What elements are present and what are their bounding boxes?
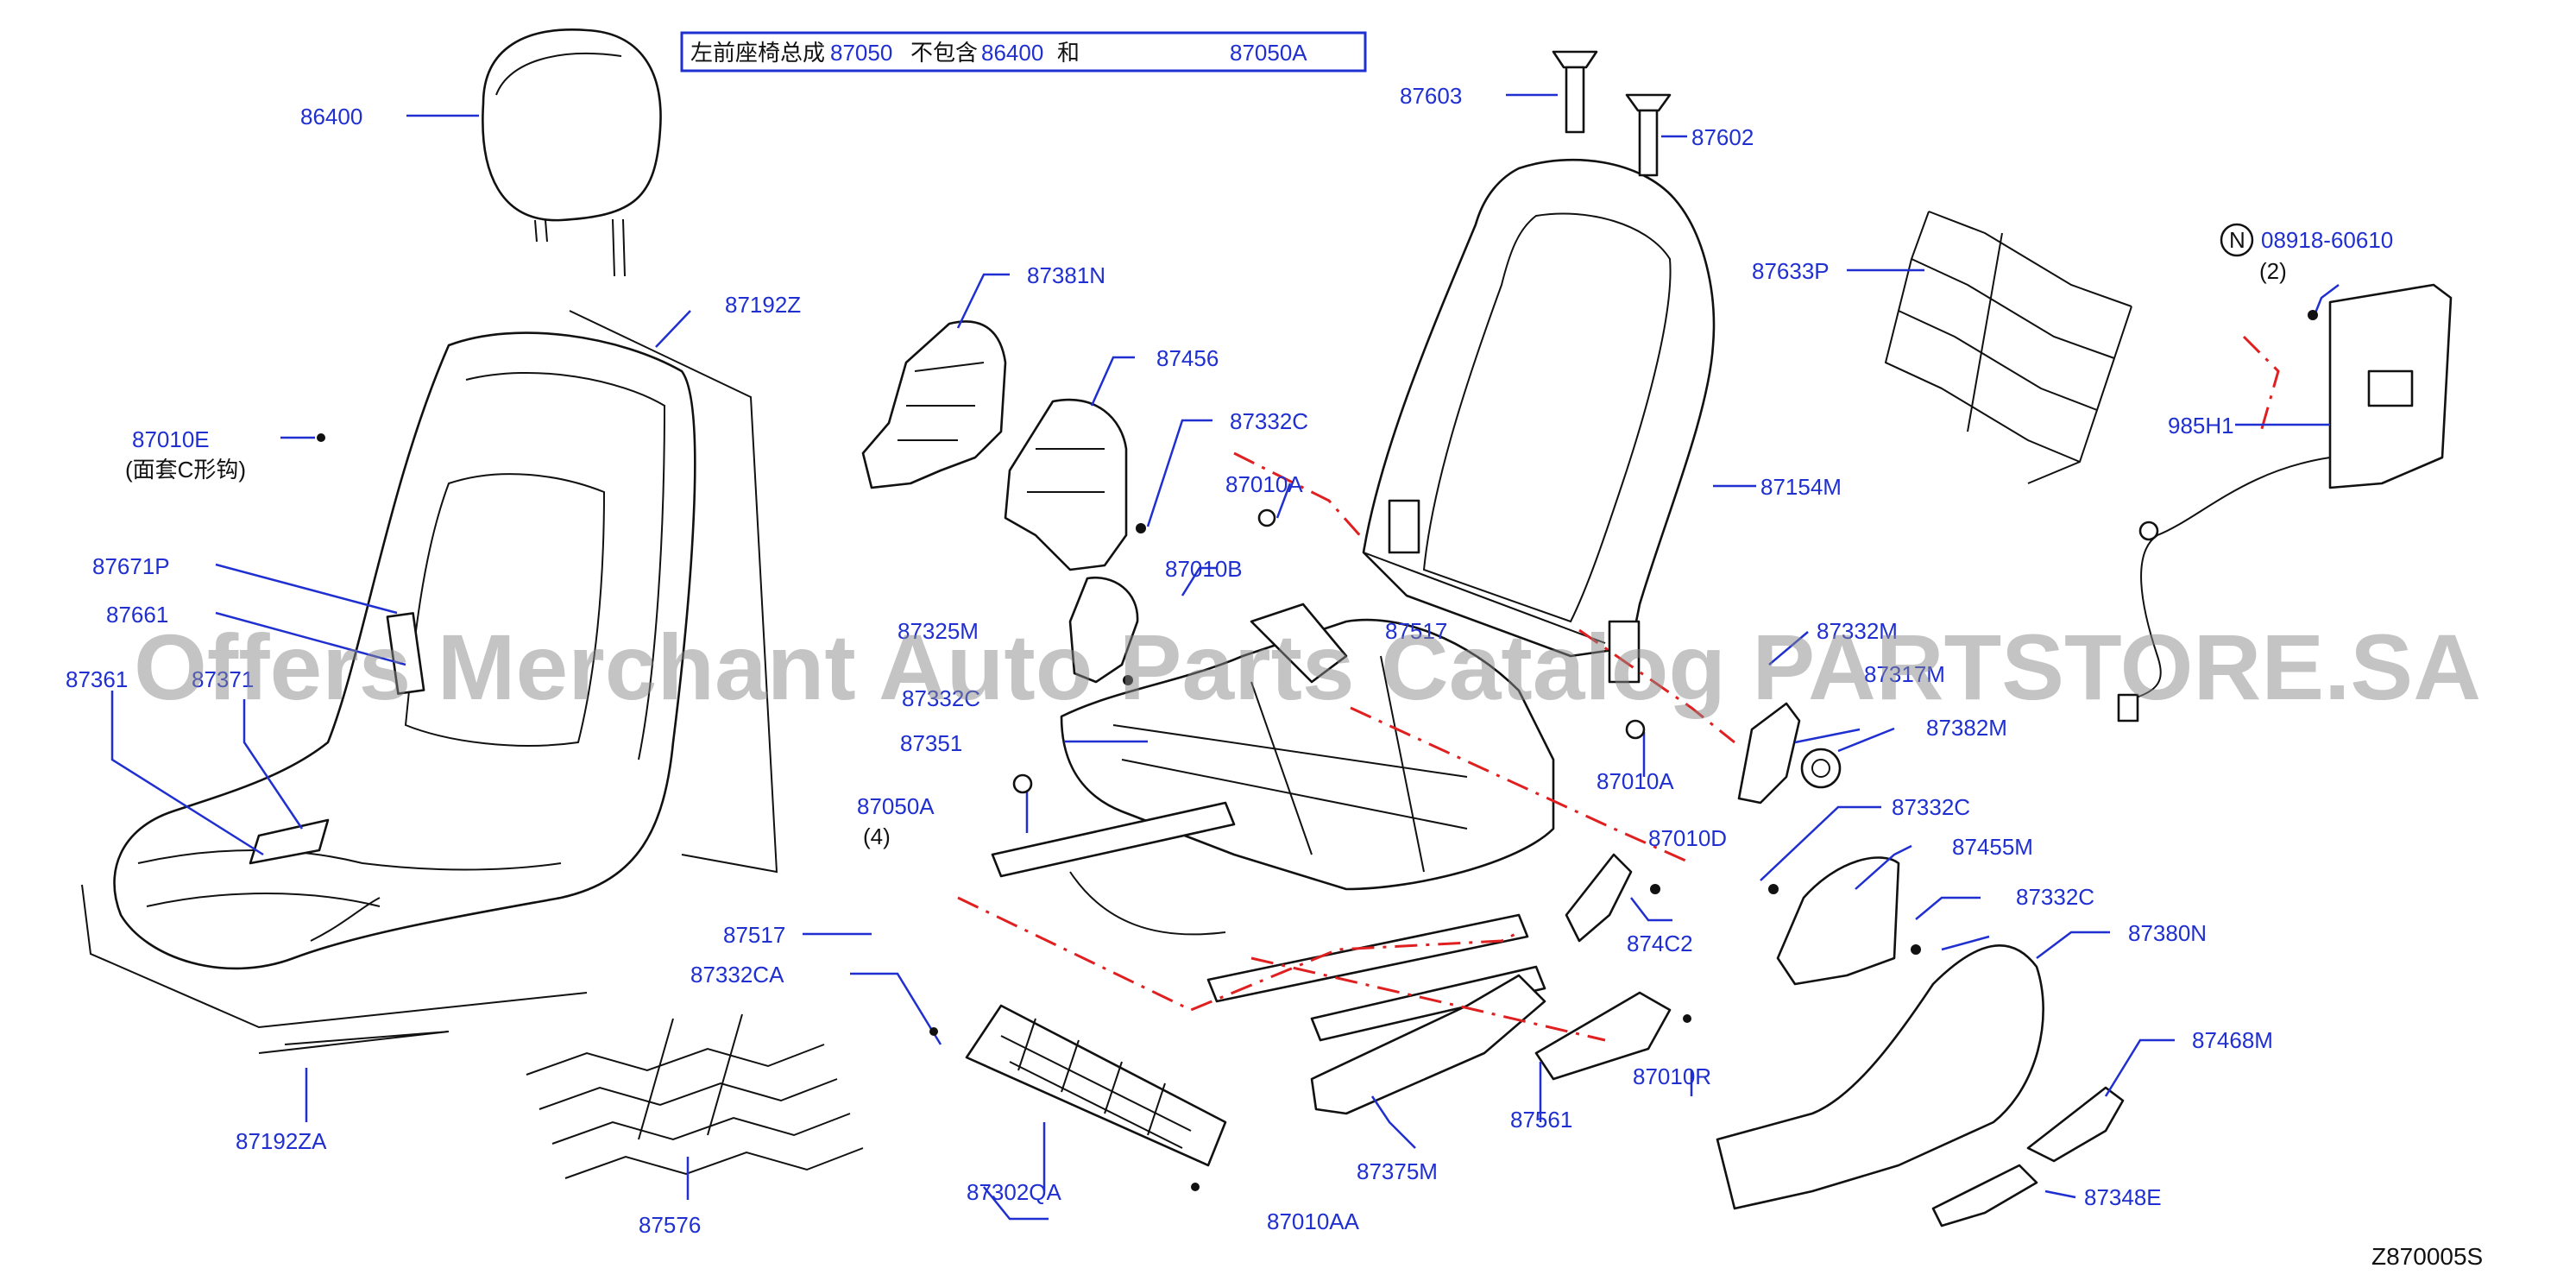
label-87380N[interactable]: 87380N <box>2128 920 2207 946</box>
finisher-87375M-part <box>1310 974 1546 1115</box>
label-86400[interactable]: 86400 <box>300 104 362 129</box>
label-87602[interactable]: 87602 <box>1691 124 1754 150</box>
label-87154M[interactable]: 87154M <box>1760 474 1842 500</box>
seat-trim-part <box>81 310 778 1054</box>
label-87517-2[interactable]: 87517 <box>723 922 785 948</box>
header-box: 左前座椅总成 87050 不包含 86400 和 87050A <box>680 31 1367 73</box>
label-87348E[interactable]: 87348E <box>2084 1184 2162 1210</box>
label-87661[interactable]: 87661 <box>106 602 168 628</box>
bracket-87561-part <box>1534 991 1672 1081</box>
label-87456[interactable]: 87456 <box>1156 345 1219 371</box>
watermark: Offers Merchant Auto Parts Catalog PARTS… <box>134 615 2481 719</box>
label-87010B[interactable]: 87010B <box>1165 556 1243 582</box>
label-87603[interactable]: 87603 <box>1400 83 1462 109</box>
label-87302QA[interactable]: 87302QA <box>967 1179 1062 1205</box>
cover-87348E-part <box>1931 1164 2038 1227</box>
headrest-part <box>482 28 662 277</box>
label-87576[interactable]: 87576 <box>639 1212 701 1238</box>
label-87010D[interactable]: 87010D <box>1648 825 1727 851</box>
header-part-87050A[interactable]: 87050A <box>1230 40 1307 66</box>
label-87192Z[interactable]: 87192Z <box>725 292 801 318</box>
label-08918-60610[interactable]: 08918-60610 <box>2261 227 2393 253</box>
label-87517-1[interactable]: 87517 <box>1385 618 1447 644</box>
bracket-87317M-part <box>1737 702 1801 805</box>
label-874C2[interactable]: 874C2 <box>1627 931 1693 956</box>
side-cover-87380N-part <box>1716 944 2044 1210</box>
assembly-lines <box>957 335 2280 1042</box>
label-87192ZA[interactable]: 87192ZA <box>236 1128 327 1154</box>
seatback-frame-part <box>1362 158 1716 684</box>
label-87010A-1[interactable]: 87010A <box>1225 471 1303 497</box>
label-87332C-4[interactable]: 87332C <box>2016 884 2094 910</box>
gear-87382M-part <box>1800 748 1842 789</box>
label-87375M[interactable]: 87375M <box>1357 1158 1438 1184</box>
label-87050A-qty: (4) <box>863 824 891 849</box>
label-87633P[interactable]: 87633P <box>1752 258 1830 284</box>
spring-mat-87633P-part <box>1884 211 2132 484</box>
label-87381N[interactable]: 87381N <box>1027 262 1105 288</box>
label-87561[interactable]: 87561 <box>1510 1107 1572 1133</box>
diagram-code: Z870005S <box>2371 1243 2483 1270</box>
label-87332C-2[interactable]: 87332C <box>902 685 980 711</box>
header-prefix: 左前座椅总成 <box>690 40 825 66</box>
label-87317M[interactable]: 87317M <box>1864 661 1945 687</box>
label-87371[interactable]: 87371 <box>192 666 254 692</box>
leader-lines <box>110 93 2340 1221</box>
label-87332M[interactable]: 87332M <box>1817 618 1898 644</box>
airbag-985H1-part <box>2117 283 2453 723</box>
bracket-87381N-part <box>861 320 1007 489</box>
label-87455M[interactable]: 87455M <box>1952 834 2033 860</box>
header-part-87050[interactable]: 87050 <box>830 40 892 66</box>
label-87332CA[interactable]: 87332CA <box>690 962 784 988</box>
header-part-86400[interactable]: 86400 <box>981 40 1043 66</box>
label-87671P[interactable]: 87671P <box>92 553 170 579</box>
part-labels: 86400 87192Z 87010E (面套C形钩) 87671P 87661… <box>66 83 2393 1238</box>
n-symbol-circle <box>2220 223 2254 257</box>
label-87010R[interactable]: 87010R <box>1633 1063 1711 1089</box>
label-08918-qty: (2) <box>2259 258 2287 284</box>
label-87010E[interactable]: 87010E <box>132 426 210 452</box>
header-middle: 不包含 <box>910 40 978 66</box>
label-985H1[interactable]: 985H1 <box>2168 413 2234 439</box>
label-87332C-1[interactable]: 87332C <box>1230 408 1308 434</box>
bolt-87602-part <box>1625 93 1672 177</box>
cover-87455M-part <box>1776 856 1900 986</box>
bracket-87325M-part <box>1068 576 1139 684</box>
bracket-874C2-part <box>1565 853 1633 943</box>
label-87332C-3[interactable]: 87332C <box>1892 794 1970 820</box>
cover-87468M-part <box>2026 1086 2125 1163</box>
cover-87302QA-part <box>965 1004 1227 1167</box>
n-symbol-text: N <box>2229 227 2245 253</box>
label-87325M[interactable]: 87325M <box>898 618 979 644</box>
wire-spring-87576-part <box>526 1013 864 1179</box>
cover-87456-part <box>1004 398 1128 571</box>
label-87050A[interactable]: 87050A <box>857 793 935 819</box>
label-87382M[interactable]: 87382M <box>1926 715 2007 741</box>
header-conj: 和 <box>1057 40 1080 66</box>
label-87361[interactable]: 87361 <box>66 666 128 692</box>
label-87351[interactable]: 87351 <box>900 730 962 756</box>
bolt-87603-part <box>1552 50 1598 134</box>
seat-rails-part <box>991 801 1546 1042</box>
label-87468M[interactable]: 87468M <box>2192 1027 2273 1053</box>
label-87010E-note: (面套C形钩) <box>125 457 246 483</box>
label-87010A-2[interactable]: 87010A <box>1597 768 1674 794</box>
label-87010AA[interactable]: 87010AA <box>1267 1208 1360 1234</box>
fastener-dots <box>317 310 2318 1191</box>
